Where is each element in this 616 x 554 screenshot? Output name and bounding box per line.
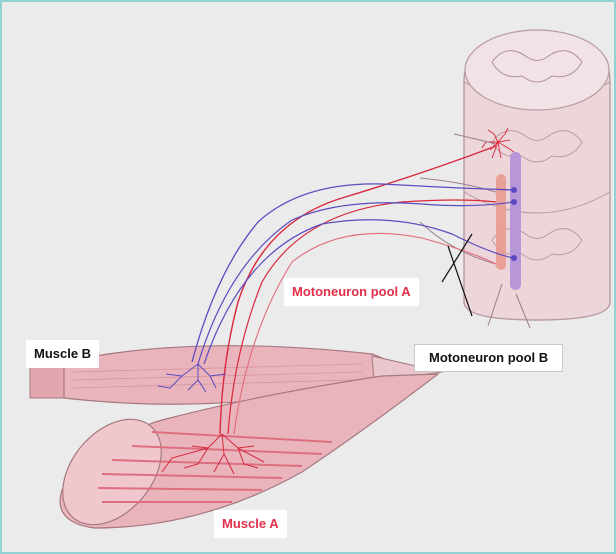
pool-b-soma-2	[511, 199, 517, 205]
spinal-cord-top-face	[465, 30, 609, 110]
muscle-a-label: Muscle A	[214, 510, 287, 538]
motoneuron-pool-b-column	[510, 152, 521, 290]
muscle-b-label: Muscle B	[26, 340, 99, 368]
pool-b-soma-1	[511, 187, 517, 193]
spinal-cord-illustration	[420, 30, 610, 328]
motoneuron-pool-b-label: Motoneuron pool B	[414, 344, 563, 372]
pool-b-soma-3	[511, 255, 517, 261]
motoneuron-pool-a-label: Motoneuron pool A	[284, 278, 419, 306]
